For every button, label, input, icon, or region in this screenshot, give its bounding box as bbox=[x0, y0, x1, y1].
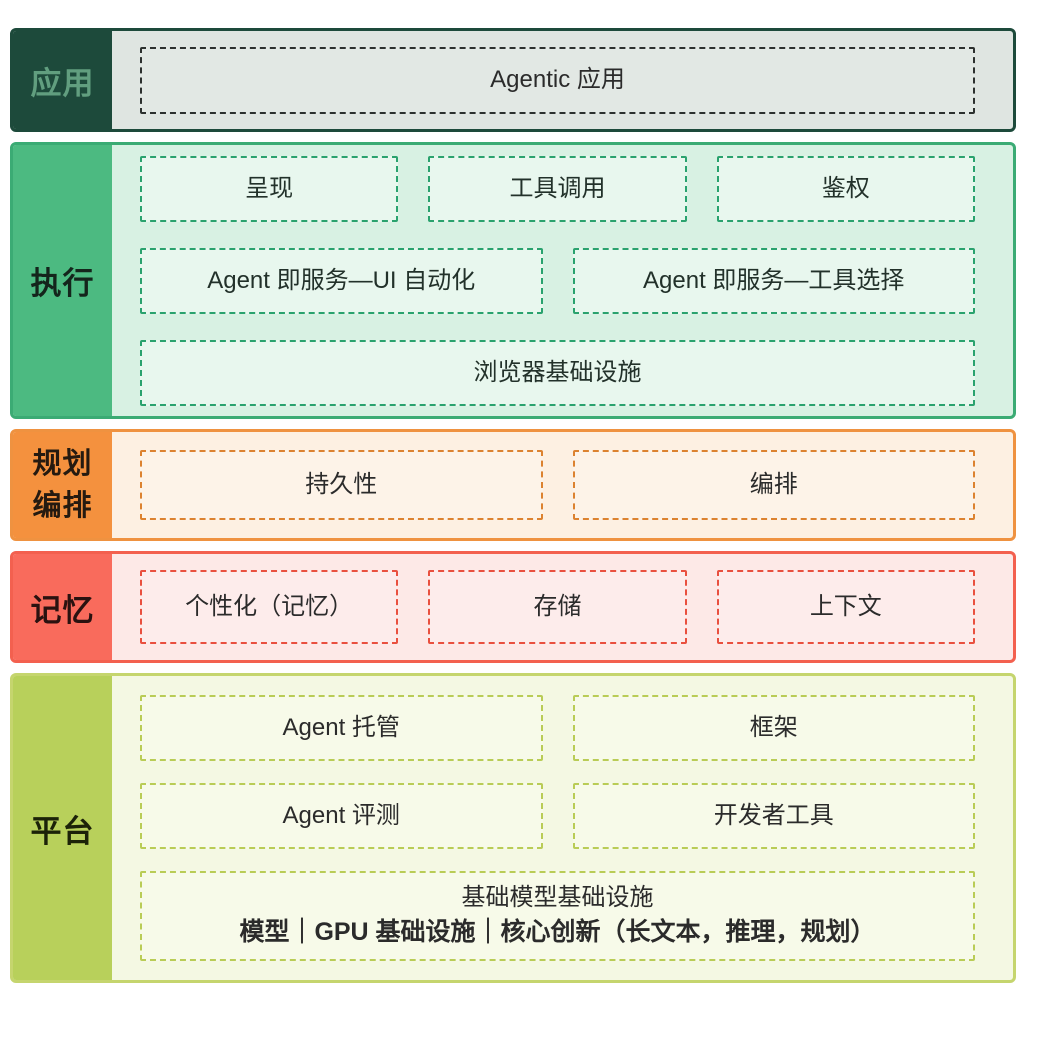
box-label: 持久性 bbox=[305, 471, 378, 498]
box-row: 个性化（记忆） 存储 上下文 bbox=[140, 570, 975, 644]
box-label: 浏览器基础设施 bbox=[473, 358, 642, 386]
box-label: 框架 bbox=[749, 714, 798, 741]
box-label: 呈现 bbox=[245, 174, 294, 202]
diagram-box-durability: 持久性 bbox=[140, 450, 543, 520]
box-label: 鉴权 bbox=[821, 174, 870, 202]
layer-band-planning-orchestration: 规划 编排 持久性 编排 bbox=[10, 429, 1016, 541]
box-label: 开发者工具 bbox=[713, 802, 834, 829]
diagram-box-tool-calling: 工具调用 bbox=[428, 155, 687, 222]
layer-label-line: 规划 bbox=[32, 447, 93, 480]
layer-body-planning-orchestration: 持久性 编排 bbox=[112, 432, 1013, 538]
layer-band-execution: 执行 呈现 工具调用 鉴权 Agent 即服务—UI 自动化 Agent 即 bbox=[10, 142, 1016, 419]
box-label: 上下文 bbox=[809, 593, 882, 620]
diagram-box-agentic-app: Agentic 应用 bbox=[140, 46, 975, 114]
box-row: 持久性 编排 bbox=[140, 450, 975, 520]
box-row: 呈现 工具调用 鉴权 bbox=[140, 155, 975, 222]
layer-label-memory: 记忆 bbox=[30, 592, 95, 628]
layer-label-application: 应用 bbox=[30, 65, 95, 101]
box-label: Agent 托管 bbox=[282, 714, 400, 741]
diagram-box-context: 上下文 bbox=[716, 570, 975, 644]
diagram-box-auth: 鉴权 bbox=[716, 155, 975, 222]
box-label: 个性化（记忆） bbox=[185, 593, 354, 620]
box-label: Agentic 应用 bbox=[490, 66, 625, 93]
diagram-box-developer-tools: 开发者工具 bbox=[572, 783, 975, 849]
box-label: 基础模型基础设施 bbox=[461, 884, 654, 912]
layer-band-platform: 平台 Agent 托管 框架 Agent 评测 开发者工具 bbox=[10, 673, 1016, 983]
layer-body-platform: Agent 托管 框架 Agent 评测 开发者工具 基础模型基础设施 模型｜G… bbox=[112, 676, 1013, 980]
layer-sidebar-application: 应用 bbox=[13, 31, 112, 129]
diagram-box-foundation-model-infrastructure: 基础模型基础设施 模型｜GPU 基础设施｜核心创新（长文本，推理，规划） bbox=[140, 871, 975, 961]
layer-body-memory: 个性化（记忆） 存储 上下文 bbox=[112, 554, 1013, 660]
layer-sidebar-planning-orchestration: 规划 编排 bbox=[13, 432, 112, 538]
layer-sidebar-platform: 平台 bbox=[13, 676, 112, 980]
box-label: Agent 即服务—UI 自动化 bbox=[207, 266, 476, 294]
layer-band-application: 应用 Agentic 应用 bbox=[10, 28, 1016, 132]
layer-band-memory: 记忆 个性化（记忆） 存储 上下文 bbox=[10, 551, 1016, 663]
layer-label-execution: 执行 bbox=[30, 266, 95, 301]
diagram-box-frameworks: 框架 bbox=[572, 695, 975, 761]
layer-body-application: Agentic 应用 bbox=[112, 31, 1013, 129]
box-label: 存储 bbox=[533, 593, 582, 620]
layer-label-line: 编排 bbox=[32, 490, 93, 522]
diagram-box-presentation: 呈现 bbox=[140, 155, 399, 222]
layer-label-platform: 平台 bbox=[30, 813, 95, 849]
diagram-box-storage: 存储 bbox=[428, 570, 687, 644]
diagram-box-personalization-memory: 个性化（记忆） bbox=[140, 570, 399, 644]
box-row: 基础模型基础设施 模型｜GPU 基础设施｜核心创新（长文本，推理，规划） bbox=[140, 871, 975, 961]
layer-sidebar-memory: 记忆 bbox=[13, 554, 112, 660]
box-row: Agent 评测 开发者工具 bbox=[140, 783, 975, 849]
diagram-box-browser-infrastructure: 浏览器基础设施 bbox=[140, 339, 975, 406]
layer-label-planning-orchestration: 规划 编排 bbox=[32, 443, 92, 527]
box-label: 工具调用 bbox=[509, 174, 606, 202]
box-row: 浏览器基础设施 bbox=[140, 339, 975, 406]
layer-body-execution: 呈现 工具调用 鉴权 Agent 即服务—UI 自动化 Agent 即服务—工具… bbox=[112, 145, 1013, 416]
box-row: Agentic 应用 bbox=[140, 46, 975, 114]
box-label: 编排 bbox=[749, 471, 798, 498]
diagram-box-agent-as-service-ui-automation: Agent 即服务—UI 自动化 bbox=[140, 247, 543, 314]
box-label: Agent 评测 bbox=[282, 802, 400, 829]
layer-sidebar-execution: 执行 bbox=[13, 145, 112, 416]
agentic-stack-diagram: 应用 Agentic 应用 执行 呈现 工具调用 鉴权 bbox=[10, 28, 1016, 983]
box-row: Agent 即服务—UI 自动化 Agent 即服务—工具选择 bbox=[140, 247, 975, 314]
box-sublabel: 模型｜GPU 基础设施｜核心创新（长文本，推理，规划） bbox=[239, 918, 876, 947]
diagram-box-agent-as-service-tool-selection: Agent 即服务—工具选择 bbox=[572, 247, 975, 314]
diagram-box-agent-hosting: Agent 托管 bbox=[140, 695, 543, 761]
box-label: Agent 即服务—工具选择 bbox=[643, 266, 905, 294]
diagram-box-orchestration: 编排 bbox=[572, 450, 975, 520]
diagram-box-agent-evaluation: Agent 评测 bbox=[140, 783, 543, 849]
box-row: Agent 托管 框架 bbox=[140, 695, 975, 761]
